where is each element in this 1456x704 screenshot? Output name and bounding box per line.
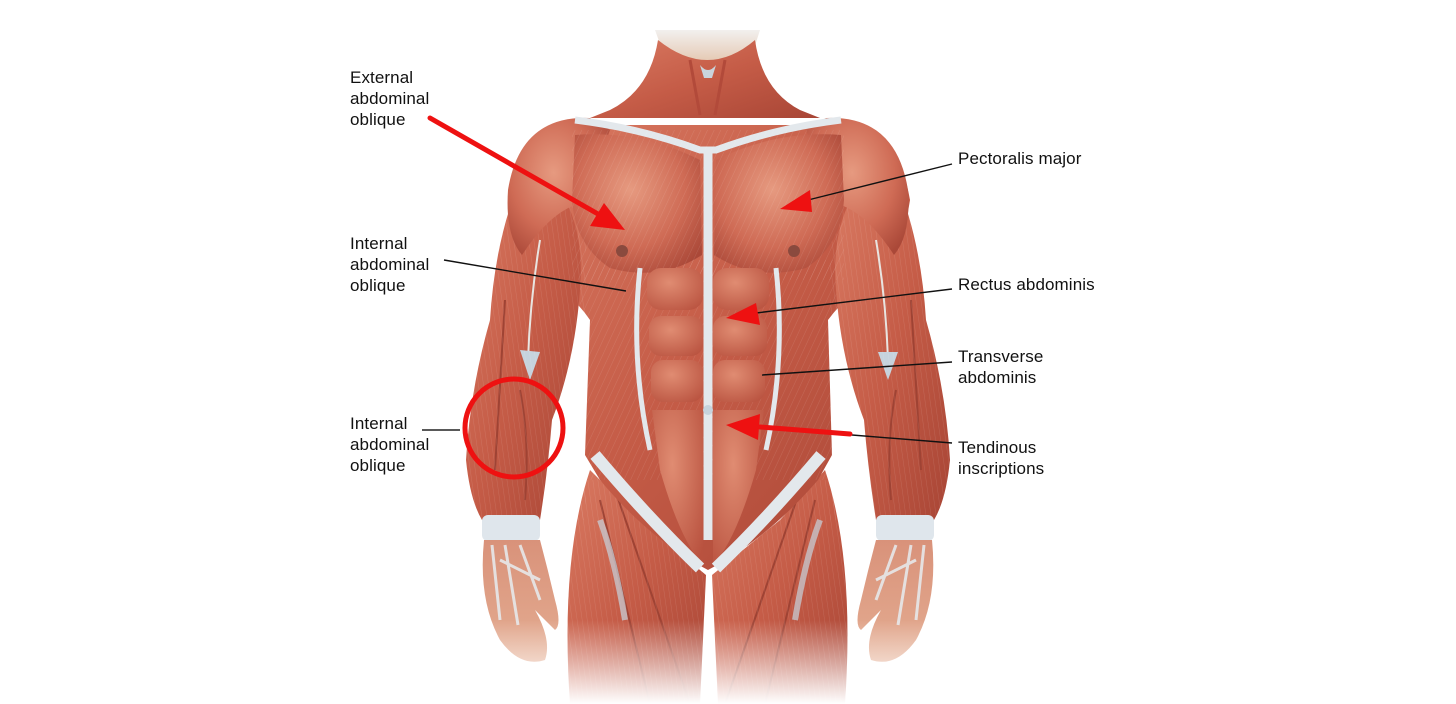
transverse-abdominis-leader [761,361,953,376]
rectus-abdominis-pointer [726,288,953,325]
label-rectus-abdominis: Rectus abdominis [958,275,1095,294]
label-transverse-abdominis: Transverse abdominis [958,347,1044,387]
tendinous-inscriptions-pointer [726,414,953,444]
external-oblique-arrow [427,115,625,230]
pectoralis-major-pointer [780,163,953,212]
inguinal-tendons [590,451,826,573]
forearm-highlight-circle [462,376,566,480]
neck-muscles [590,40,820,118]
right-arm [830,180,950,520]
left-arm [466,180,586,520]
internal-oblique-leader-1 [443,259,627,292]
label-tendinous-inscriptions: Tendinous inscriptions [958,438,1045,478]
label-internal-abdominal-oblique-lower: Internal abdominal oblique [350,414,430,475]
label-external-abdominal-oblique: External abdominal oblique [350,68,430,129]
label-internal-abdominal-oblique-upper: Internal abdominal oblique [350,234,430,295]
rectus-abdominis-blocks [647,268,769,565]
label-pectoralis-major: Pectoralis major [958,149,1082,168]
